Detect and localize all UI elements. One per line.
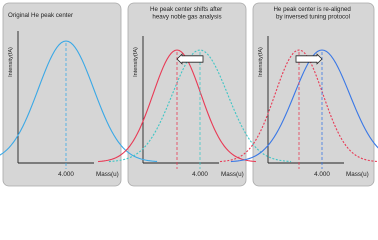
panel-2: He peak center shifts after heavy noble …: [127, 2, 247, 187]
panel-1-x-label: Mass(u): [96, 171, 119, 178]
panel-3-y-label: Intensity(fA): [258, 47, 264, 77]
panel-3-shift-arrow-right: [295, 53, 323, 65]
panel-3-peak-curve-2: [230, 49, 378, 163]
chart-marks: [0, 40, 378, 169]
panel-2-title: He peak center shifts after heavy noble …: [150, 6, 224, 21]
panel-2-title-line-2: heavy noble gas analysis: [152, 14, 221, 21]
panel-3-x-tick-label: 4.000: [314, 171, 330, 178]
panel-2-title-line-1: He peak center shifts after: [150, 6, 222, 13]
panel-2-y-label: Intensity(fA): [133, 47, 139, 77]
panel-1: Original He peak center Intensity(fA) 4.…: [2, 2, 122, 187]
panel-2-x-tick-label: 4.000: [192, 171, 208, 178]
panel-1-y-label: Intensity(fA): [8, 47, 14, 77]
panel-1-title: Original He peak center: [8, 12, 73, 19]
panel-3-title-line-1: He peak center is re-aligned: [273, 6, 351, 13]
panel-2-shift-arrow-left: [176, 53, 204, 65]
panel-2-peak-curve-1: [98, 49, 256, 163]
panel-3-title-line-2: by inversed tuning protocol: [276, 14, 350, 21]
he-peak-figure: Original He peak center Intensity(fA) 4.…: [0, 2, 378, 187]
panel-3: He peak center is re-aligned by inversed…: [252, 2, 375, 187]
panel-3-title: He peak center is re-aligned by inversed…: [273, 6, 352, 21]
panel-2-background: [127, 2, 247, 187]
panel-1-background: [2, 2, 122, 187]
panel-1-x-tick-label: 4.000: [58, 171, 74, 178]
panel-2-x-label: Mass(u): [221, 171, 244, 178]
panel-3-x-label: Mass(u): [346, 171, 369, 178]
panel-3-background: [252, 2, 375, 187]
panel-3-peak-curve-1: [220, 49, 378, 163]
panel-1-peak-curve-1: [0, 40, 158, 163]
